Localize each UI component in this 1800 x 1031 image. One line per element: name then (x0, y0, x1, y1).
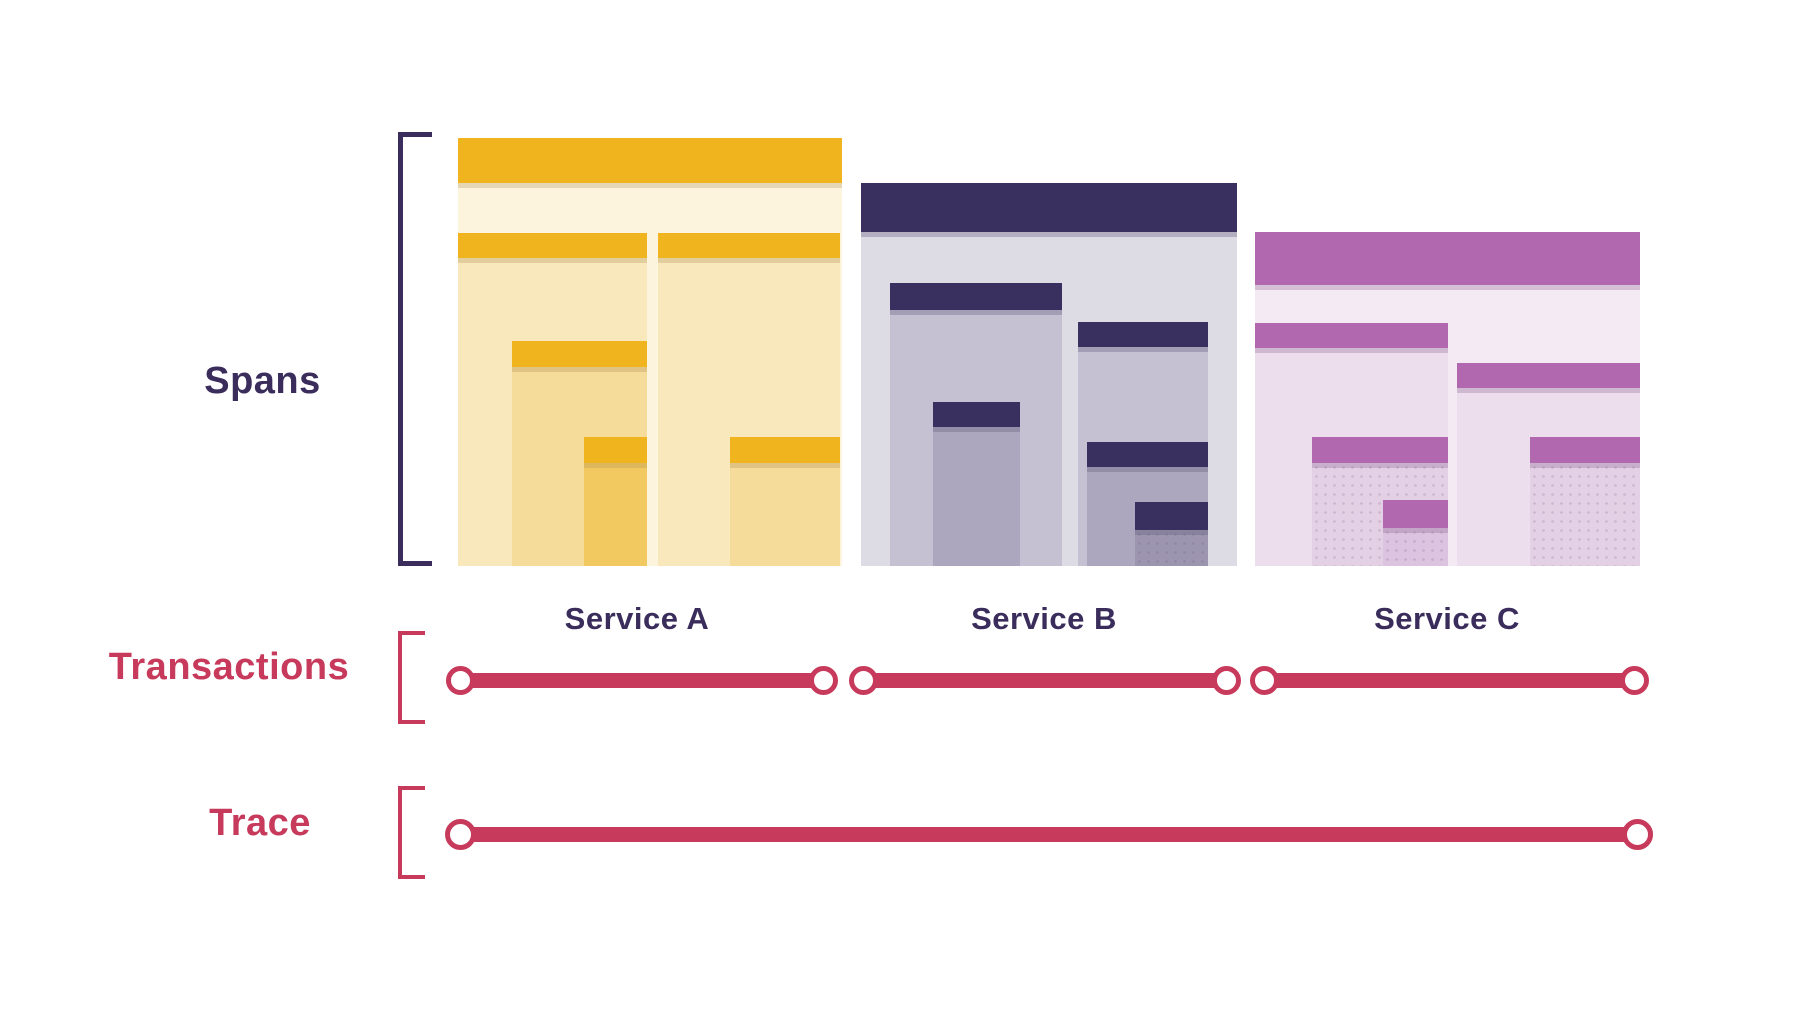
service-c-child-span-1-bar (1255, 323, 1448, 348)
service-a-leaf-span-1-bar (584, 437, 647, 463)
transaction-a-end-circle-icon (809, 666, 838, 695)
service-b-child-span-2-bar (1078, 322, 1208, 347)
service-a-grandchild-span-2-body (730, 463, 840, 566)
trace-bracket (398, 786, 425, 879)
service-b-grandchild-span-1-body (933, 427, 1020, 566)
trace-start-circle-icon (445, 819, 476, 850)
transaction-line-service-c (1264, 673, 1634, 688)
service-a-grandchild-span-2-bar (730, 437, 840, 463)
service-a-root-span-bar (458, 138, 842, 183)
spans-label: Spans (204, 360, 321, 402)
transactions-label: Transactions (108, 646, 350, 688)
transaction-b-start-circle-icon (849, 666, 878, 695)
service-c-root-span-bar (1255, 232, 1640, 285)
service-c-child-span-2-bar (1457, 363, 1640, 388)
trace-line (460, 827, 1637, 842)
trace-label: Trace (209, 802, 311, 844)
service-c-grandchild-span-2-bar (1530, 437, 1640, 463)
service-b-span-tree (861, 183, 1237, 566)
service-b-leaf-span-body (1135, 530, 1208, 566)
service-c-span-tree (1255, 232, 1640, 566)
service-a-child-span-2-bar (658, 233, 840, 258)
transactions-bracket (398, 631, 425, 724)
service-a-label: Service A (564, 601, 710, 636)
transaction-line-service-a (460, 673, 823, 688)
service-c-grandchild-span-2-body (1530, 463, 1640, 566)
service-c-leaf-span-body (1383, 528, 1448, 566)
service-b-grandchild-span-1-bar (933, 402, 1020, 427)
spans-bracket (398, 132, 432, 566)
service-a-grandchild-span-1-bar (512, 341, 647, 367)
service-a-span-tree (458, 138, 842, 566)
service-c-grandchild-span-1-bar (1312, 437, 1448, 463)
transaction-c-start-circle-icon (1250, 666, 1279, 695)
service-c-label: Service C (1374, 601, 1520, 636)
service-b-label: Service B (971, 601, 1117, 636)
service-b-child-span-1-bar (890, 283, 1062, 310)
service-b-grandchild-span-2-bar (1087, 442, 1208, 467)
transaction-b-end-circle-icon (1212, 666, 1241, 695)
transaction-c-end-circle-icon (1620, 666, 1649, 695)
trace-end-circle-icon (1622, 819, 1653, 850)
service-c-leaf-span-bar (1383, 500, 1448, 528)
service-b-root-span-bar (861, 183, 1237, 232)
transaction-line-service-b (863, 673, 1226, 688)
service-a-child-span-1-bar (458, 233, 647, 258)
transaction-a-start-circle-icon (446, 666, 475, 695)
service-b-leaf-span-bar (1135, 502, 1208, 530)
service-a-leaf-span-1-body (584, 463, 647, 566)
